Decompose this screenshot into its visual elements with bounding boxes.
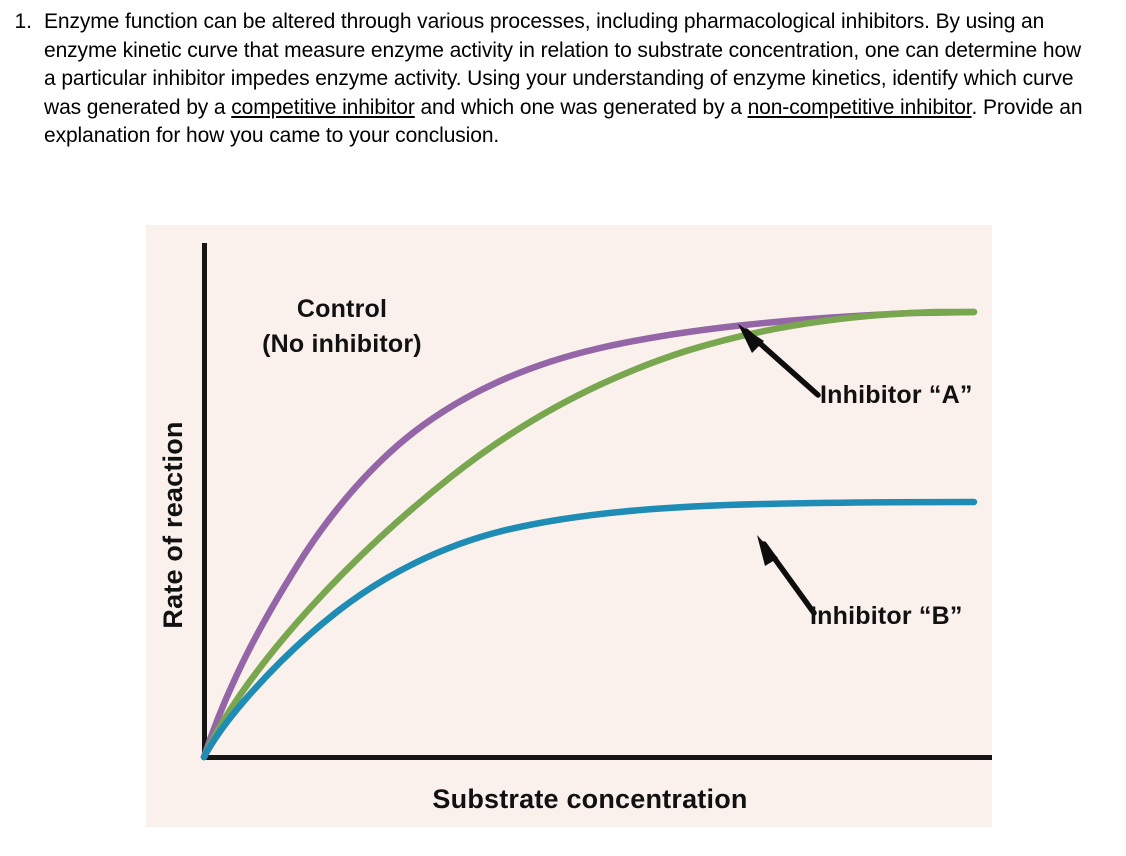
curve-inhibitor-b	[200, 498, 978, 761]
question-block: 1. Enzyme function can be altered throug…	[0, 0, 1126, 151]
question-segment-4: . Provide an explanation for how you cam…	[44, 95, 1083, 148]
x-axis-title: Substrate concentration	[432, 784, 747, 814]
arrow-inhibitor-b	[757, 535, 817, 616]
enzyme-kinetics-figure: Control (No inhibitor) Inhibitor “A” Inh…	[146, 225, 992, 827]
control-label-line2: (No inhibitor)	[262, 330, 422, 358]
question-segment-2: and which one was generated by a	[414, 95, 748, 119]
question-segment-3-non-competitive-inhibitor: non-competitive inhibitor	[747, 95, 972, 119]
question-row: 1. Enzyme function can be altered throug…	[0, 8, 1126, 151]
y-axis-title: Rate of reaction	[158, 421, 188, 628]
arrow-inhibitor-a	[738, 324, 821, 398]
inhibitor-a-label: Inhibitor “A”	[820, 381, 973, 409]
curve-inhibitor-a	[200, 308, 978, 761]
question-segment-1-competitive-inhibitor: competitive inhibitor	[231, 95, 415, 119]
question-number: 1.	[14, 10, 32, 33]
question-segment-0: Enzyme function can be altered through v…	[44, 10, 1082, 119]
inhibitor-b-label: Inhibitor “B”	[810, 602, 963, 630]
question-text: Enzyme function can be altered through v…	[44, 8, 1094, 151]
control-label-line1: Control	[297, 295, 387, 323]
curve-control	[200, 308, 978, 761]
enzyme-kinetics-chart: Control (No inhibitor) Inhibitor “A” Inh…	[158, 243, 992, 814]
